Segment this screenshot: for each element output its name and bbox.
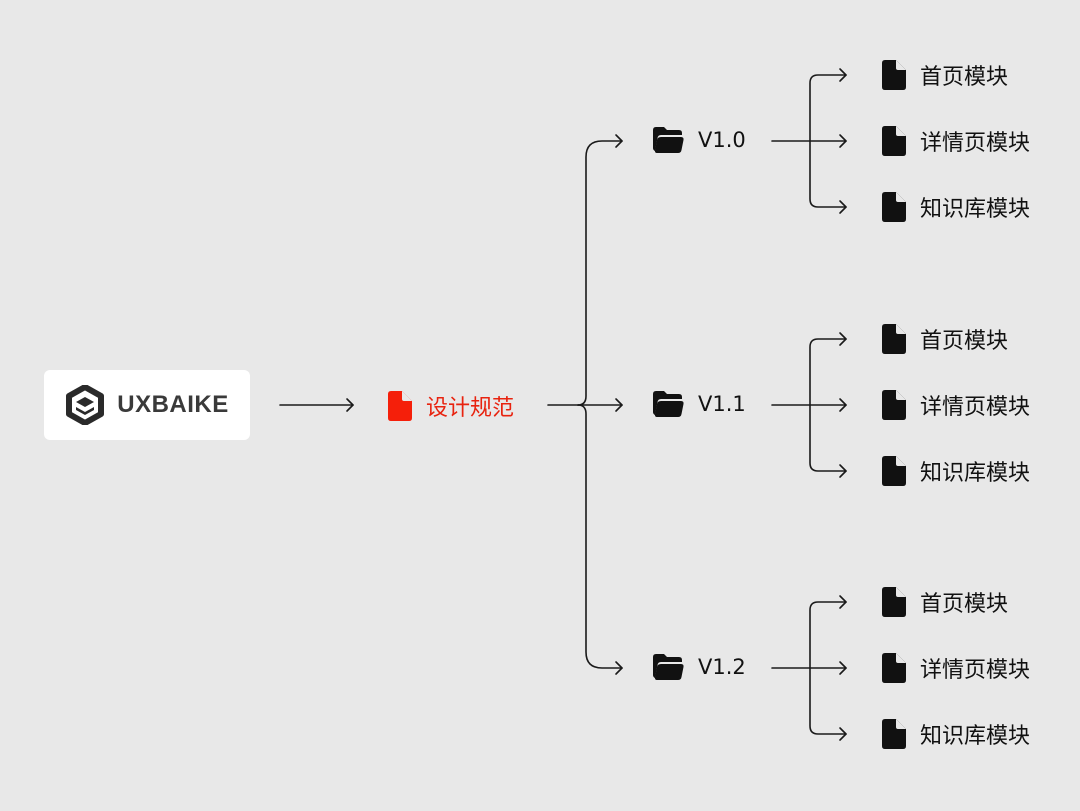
document-icon (882, 324, 906, 354)
module-branch (809, 601, 847, 669)
arrowhead (839, 68, 847, 82)
module-node[interactable]: 详情页模块 (882, 389, 1030, 421)
brand-logo-card: UXBAIKE (44, 370, 250, 440)
arrowhead (615, 398, 623, 412)
arrowhead (839, 464, 847, 478)
document-icon (882, 653, 906, 683)
arrowhead (615, 134, 623, 148)
root-node[interactable]: 设计规范 (388, 390, 514, 422)
folder-icon (653, 654, 684, 680)
document-icon (882, 390, 906, 420)
arrowhead (839, 661, 847, 675)
module-label: 详情页模块 (920, 658, 1031, 683)
module-node[interactable]: 首页模块 (882, 586, 1008, 618)
arrowhead (839, 727, 847, 741)
module-label: 知识库模块 (920, 197, 1031, 222)
module-node[interactable]: 详情页模块 (882, 652, 1030, 684)
hexagon-logo-icon (66, 385, 105, 425)
version-node-v1-2[interactable]: V1.2 (652, 654, 746, 680)
module-label: 首页模块 (920, 65, 1009, 90)
module-node[interactable]: 知识库模块 (882, 455, 1030, 487)
module-node[interactable]: 知识库模块 (882, 718, 1030, 750)
version-node-v1-0[interactable]: V1.0 (652, 127, 746, 153)
module-label: 首页模块 (920, 592, 1009, 617)
document-icon (882, 456, 906, 486)
version-label: V1.2 (698, 655, 746, 679)
module-label: 首页模块 (920, 329, 1009, 354)
document-icon (882, 587, 906, 617)
version-label: V1.0 (698, 128, 746, 152)
module-branch (809, 667, 847, 735)
document-icon (882, 126, 906, 156)
brace-branch (577, 404, 623, 669)
document-icon (388, 391, 412, 421)
document-icon (882, 60, 906, 90)
module-label: 详情页模块 (920, 131, 1031, 156)
module-node[interactable]: 知识库模块 (882, 191, 1030, 223)
arrowhead (839, 200, 847, 214)
module-node[interactable]: 详情页模块 (882, 125, 1030, 157)
document-icon (882, 192, 906, 222)
module-label: 知识库模块 (920, 724, 1031, 749)
arrowhead (839, 332, 847, 346)
arrowhead (839, 398, 847, 412)
module-branch (809, 74, 847, 142)
version-label: V1.1 (698, 392, 746, 416)
module-branch (809, 140, 847, 208)
module-label: 详情页模块 (920, 395, 1031, 420)
arrowhead (839, 134, 847, 148)
module-node[interactable]: 首页模块 (882, 323, 1008, 355)
module-branch (809, 338, 847, 406)
brace-branch (577, 140, 623, 406)
version-node-v1-1[interactable]: V1.1 (652, 391, 746, 417)
brand-name: UXBAIKE (117, 391, 229, 418)
folder-icon (653, 127, 684, 153)
document-icon (882, 719, 906, 749)
module-label: 知识库模块 (920, 461, 1031, 486)
arrowhead (346, 398, 354, 412)
root-label: 设计规范 (426, 396, 515, 421)
arrowhead (615, 661, 623, 675)
folder-icon (653, 391, 684, 417)
module-node[interactable]: 首页模块 (882, 59, 1008, 91)
arrowhead (839, 595, 847, 609)
module-branch (809, 404, 847, 472)
